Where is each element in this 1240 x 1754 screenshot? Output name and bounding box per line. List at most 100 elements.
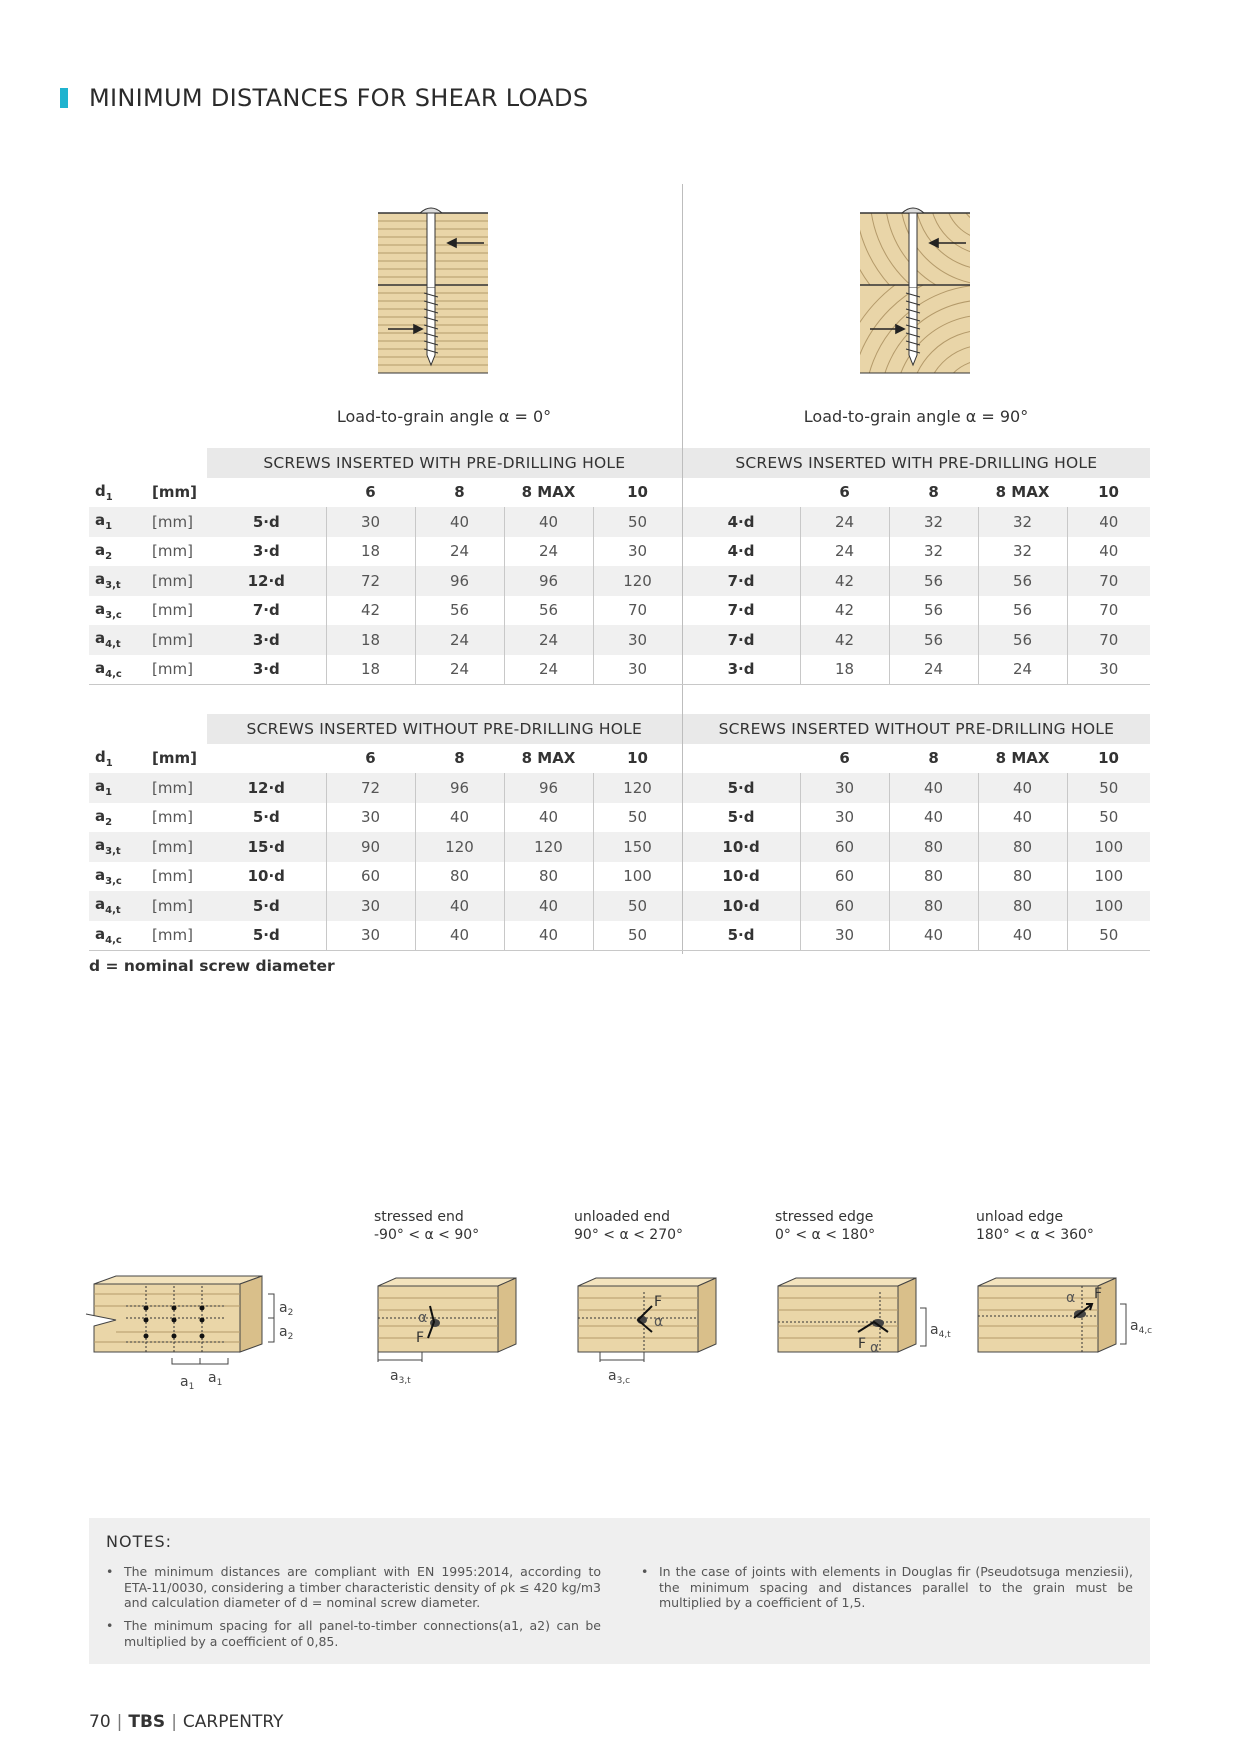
left-value: 40 [414,891,504,921]
diameter-8: 8 [928,483,939,502]
right-value: 32 [977,507,1068,537]
right-value: 30 [1066,654,1151,685]
right-value: 50 [1066,920,1151,951]
left-multiplier: 5·d [207,920,326,951]
right-multiplier: 3·d [681,654,801,685]
predrill-right-title: SCREWS INSERTED WITH PRE-DRILLING HOLE [681,448,1151,478]
predrill-left-title: SCREWS INSERTED WITH PRE-DRILLING HOLE [207,448,683,478]
left-value: 18 [325,654,415,685]
left-value: 80 [414,861,504,891]
left-value: 50 [592,920,683,951]
right-multiplier: 10·d [681,832,801,862]
distance-symbol: a3,c [95,865,122,887]
stressed-edge-diagram: F α a4,t [777,1277,951,1356]
distance-symbol: a1 [89,773,152,803]
right-value: 100 [1066,832,1151,862]
unit-cell: [mm] [152,773,207,803]
left-multiplier: 12·d [207,566,326,596]
right-value: 30 [799,920,890,951]
left-multiplier: 12·d [207,773,326,803]
left-multiplier: 7·d [252,601,280,620]
left-value: 150 [592,832,683,862]
a2-label-lower: a2 [279,1324,293,1342]
diameter-8max: 8 MAX [995,749,1050,768]
distance-symbol: a4,c [89,920,152,951]
left-value: 100 [592,861,683,891]
right-value: 40 [888,920,979,951]
right-value: 80 [977,891,1068,921]
diameter-8: 8 [928,749,939,768]
right-value: 56 [977,625,1068,655]
left-value: 24 [503,625,593,655]
diameter-10: 10 [1098,749,1119,768]
right-value: 42 [799,566,890,596]
left-value: 24 [503,654,593,685]
a2-label-upper: a2 [279,1300,293,1318]
right-value: 24 [799,536,890,566]
right-multiplier: 7·d [681,625,801,655]
right-value: 40 [1066,536,1151,566]
unit-cell: [mm] [152,566,207,596]
right-multiplier: 7·d [681,566,801,596]
left-value: 50 [592,802,683,832]
right-value: 42 [799,625,890,655]
unit-header: [mm] [152,483,197,502]
note-2: •The minimum spacing for all panel-to-ti… [106,1618,601,1649]
left-value: 40 [503,802,593,832]
right-value: 56 [888,595,979,625]
right-value: 50 [1066,773,1151,803]
right-value: 24 [977,654,1068,685]
diameter-8: 8 [454,749,465,768]
note-1: •The minimum distances are compliant wit… [106,1564,601,1610]
left-multiplier: 15·d [207,832,326,862]
a1-label-left: a1 [180,1374,194,1392]
nopredrill-table: SCREWS INSERTED WITHOUT PRE-DRILLING HOL… [89,714,1151,951]
left-value: 40 [414,920,504,951]
right-multiplier: 5·d [681,920,801,951]
force-symbol: F [1094,1286,1102,1302]
right-multiplier: 4·d [681,507,801,537]
left-value: 40 [414,802,504,832]
angle-symbol: α [654,1314,663,1330]
right-value: 56 [888,625,979,655]
unloaded-end-diagram: F α a3,c [577,1277,717,1386]
left-value: 30 [592,625,683,655]
left-value: 30 [325,891,415,921]
right-value: 32 [888,507,979,537]
left-value: 18 [325,625,415,655]
right-value: 80 [888,832,979,862]
left-value: 72 [325,566,415,596]
diagram-label-stressed-end: stressed end-90° < α < 90° [374,1209,480,1243]
nopredrill-right-title: SCREWS INSERTED WITHOUT PRE-DRILLING HOL… [681,714,1151,744]
right-value: 40 [977,802,1068,832]
left-value: 42 [325,595,415,625]
left-value: 120 [592,566,683,596]
right-value: 50 [1066,802,1151,832]
left-value: 70 [592,595,683,625]
right-multiplier: 10·d [681,861,801,891]
unit-cell: [mm] [152,867,193,886]
left-value: 90 [325,832,415,862]
left-value: 120 [503,832,593,862]
right-value: 30 [799,773,890,803]
left-value: 120 [592,773,683,803]
diameter-symbol: d1 [95,481,113,503]
section-name: CARPENTRY [182,1712,284,1732]
nopredrill-left-title: SCREWS INSERTED WITHOUT PRE-DRILLING HOL… [207,714,683,744]
right-value: 40 [977,773,1068,803]
notes-title: NOTES: [106,1532,172,1551]
left-value: 50 [592,507,683,537]
left-multiplier: 3·d [252,542,280,561]
left-value: 24 [503,536,593,566]
right-value: 18 [799,654,890,685]
left-value: 60 [325,861,415,891]
right-value: 56 [888,566,979,596]
distance-symbol: a1 [89,507,152,537]
page-number: 70 [89,1712,111,1732]
right-multiplier: 4·d [681,536,801,566]
spacing-diagram: a2 a2 a1 a1 [85,1275,293,1392]
right-multiplier: 10·d [681,891,801,921]
